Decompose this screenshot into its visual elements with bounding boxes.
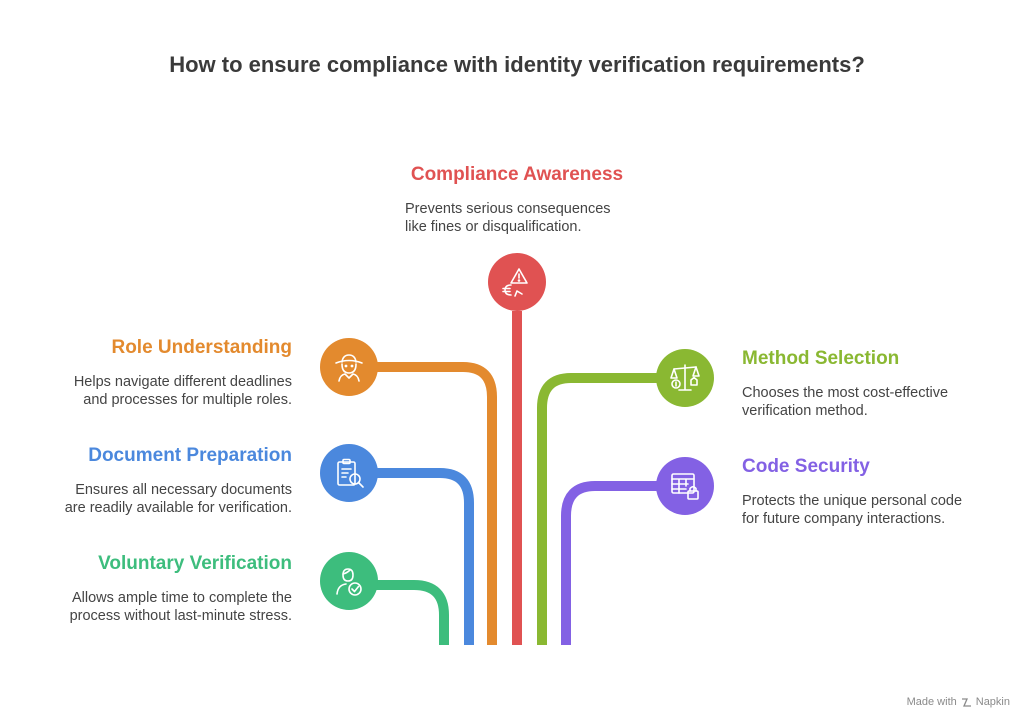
node-description: Chooses the most cost-effective verifica… <box>742 385 949 419</box>
node-title: Role Understanding <box>111 337 292 358</box>
node-description: Prevents serious consequences like fines… <box>405 201 611 235</box>
user-check-icon <box>320 552 378 610</box>
node-title: Voluntary Verification <box>98 553 292 574</box>
balance-scale-icon <box>656 349 714 407</box>
clipboard-search-icon <box>320 444 378 502</box>
node-description: Ensures all necessary documents are read… <box>64 482 292 516</box>
node-title: Document Preparation <box>88 445 292 466</box>
napkin-logo-icon <box>961 697 971 707</box>
person-hat-icon <box>320 338 378 396</box>
node-description: Protects the unique personal code for fu… <box>742 493 963 527</box>
connector-method <box>537 373 658 645</box>
connector-voluntary <box>376 580 449 645</box>
euro-warning-icon <box>488 253 546 311</box>
node-title: Code Security <box>742 456 870 477</box>
connector-code <box>561 481 658 645</box>
node-title: Method Selection <box>742 348 900 369</box>
node-description: Helps navigate different deadlines and p… <box>73 374 292 408</box>
footer-brand[interactable]: Made with Napkin <box>907 696 1010 708</box>
table-lock-icon <box>656 457 714 515</box>
made-with-label: Made with <box>906 696 957 708</box>
connector-role <box>376 362 497 645</box>
diagram-title: How to ensure compliance with identity v… <box>169 52 865 77</box>
napkin-brand-label: Napkin <box>975 696 1010 708</box>
node-title: Compliance Awareness <box>410 164 624 185</box>
connector-document <box>376 468 474 645</box>
node-description: Allows ample time to complete the proces… <box>69 590 292 624</box>
